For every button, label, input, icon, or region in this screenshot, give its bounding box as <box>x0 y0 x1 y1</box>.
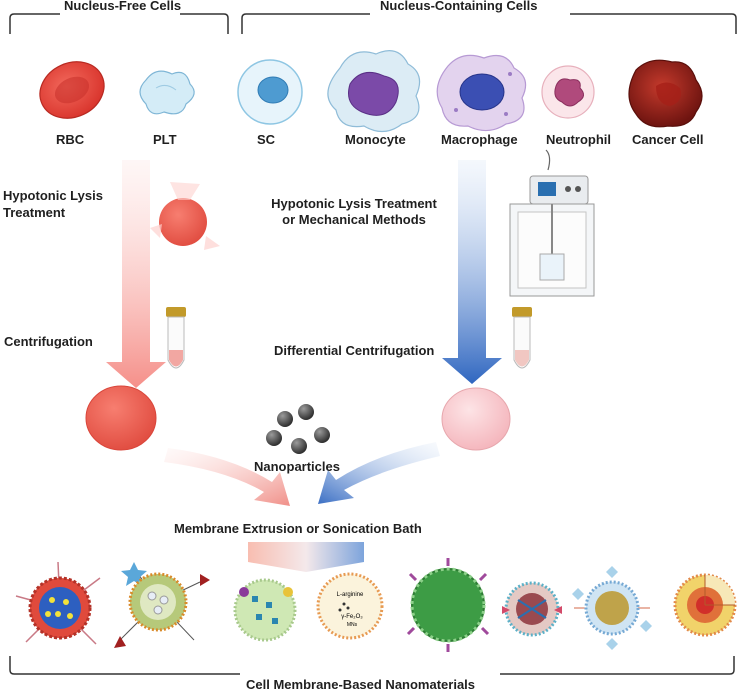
nanomaterial-2-icon <box>114 562 210 648</box>
cell-label-rbc: RBC <box>56 132 85 147</box>
process-label: Membrane Extrusion or Sonication Bath <box>174 521 422 536</box>
monocyte-cell-icon <box>327 50 421 133</box>
cell-label-monocyte: Monocyte <box>345 132 406 147</box>
nanoparticles-label: Nanoparticles <box>254 459 340 474</box>
platelet-cell-icon <box>139 70 195 115</box>
merge-arrow-right <box>318 442 440 504</box>
nanomaterial-1-icon <box>15 561 101 645</box>
left-step1-line1: Hypotonic Lysis <box>3 188 103 203</box>
nucleus-free-header: Nucleus-Free Cells <box>64 0 182 13</box>
nucleus-containing-header: Nucleus-Containing Cells <box>380 0 538 13</box>
stem-cell-icon <box>237 59 303 125</box>
nucleus-free-bracket <box>9 13 229 34</box>
nanomaterial-3-icon <box>233 578 297 642</box>
cell-membrane-vesicle-icon <box>441 387 511 451</box>
product-label: Cell Membrane-Based Nanomaterials <box>246 677 476 692</box>
left-process-arrow <box>106 160 166 388</box>
merge-arrow-left <box>164 448 290 506</box>
nanomaterial-6-icon <box>502 581 562 637</box>
product-bracket <box>9 656 735 675</box>
centrifuge-tube-left-icon <box>166 307 186 369</box>
right-step1-line1: Hypotonic Lysis Treatment <box>271 196 437 211</box>
right-step1-line2: or Mechanical Methods <box>282 212 426 227</box>
nanomaterial-7-icon <box>572 566 652 650</box>
left-step2: Centrifugation <box>4 334 93 349</box>
neutrophil-cell-icon <box>541 65 595 119</box>
rbc-cell-icon <box>39 61 105 119</box>
right-process-arrow <box>442 160 502 384</box>
lysed-rbc-icon <box>150 182 220 250</box>
nanomaterial-4-icon: L-arginine γ-Fe₂O₃ MNs <box>316 572 384 640</box>
right-step2: Differential Centrifugation <box>274 343 435 358</box>
rbc-membrane-vesicle-icon <box>85 385 157 451</box>
cell-label-macrophage: Macrophage <box>441 132 518 147</box>
nanomaterial-5-icon <box>406 558 490 652</box>
larginine-label: L-arginine <box>337 592 364 598</box>
cell-label-cancer-cell: Cancer Cell <box>632 132 704 147</box>
centrifuge-tube-right-icon <box>512 307 532 369</box>
macrophage-cell-icon <box>436 54 527 132</box>
cancer-cell-icon <box>628 59 703 128</box>
cell-label-neutrophil: Neutrophil <box>546 132 611 147</box>
mns-label: MNs <box>347 622 358 628</box>
nanoparticles-icon <box>266 404 330 454</box>
cell-label-sc: SC <box>257 132 276 147</box>
cell-label-plt: PLT <box>153 132 177 147</box>
nanomaterial-8-icon <box>673 573 737 637</box>
extrusion-band-arrow <box>248 542 364 572</box>
fe2o3-label: γ-Fe₂O₃ <box>341 614 363 620</box>
sonicator-device-icon <box>509 149 595 297</box>
nucleus-containing-bracket <box>241 13 737 34</box>
left-step1-line2: Treatment <box>3 205 66 220</box>
